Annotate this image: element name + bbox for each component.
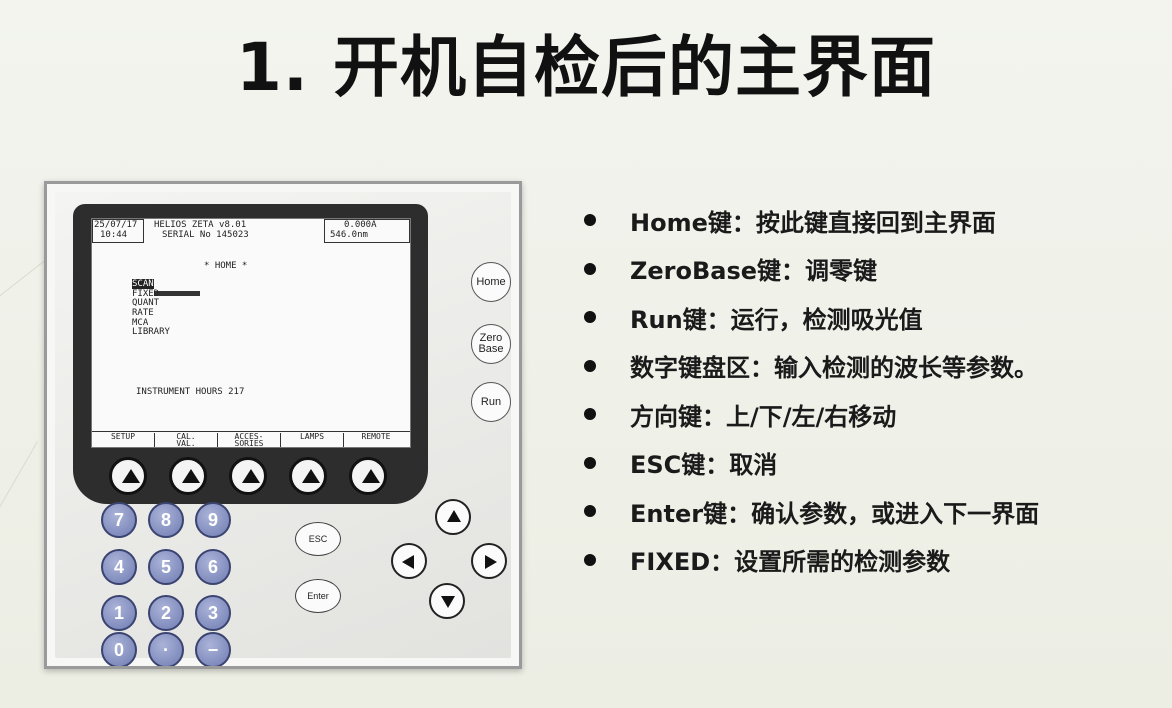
bullet-text: Enter键：确认参数，或进入下一界面	[630, 499, 1040, 528]
lcd-screen: 25/07/17 10:44 HELIOS ZETA v8.01 SERIAL …	[91, 218, 411, 448]
arrow-left-button[interactable]	[391, 543, 427, 579]
bullet-dot-icon	[584, 553, 596, 566]
reading-box	[324, 219, 410, 243]
softkey-2-button[interactable]	[169, 457, 207, 495]
bullet-item: ESC键：取消	[584, 439, 1039, 488]
menu-title: * HOME *	[204, 261, 248, 271]
menu-item-library[interactable]: LIBRARY	[132, 327, 170, 337]
bullet-text: ZeroBase键：调零键	[630, 257, 878, 286]
menu-item-mca[interactable]: MCA	[132, 318, 149, 328]
numpad-1[interactable]: 1	[101, 595, 137, 631]
numpad-2[interactable]: 2	[148, 595, 184, 631]
arrow-left-icon	[402, 555, 414, 569]
screen-date: 25/07/17	[94, 220, 138, 230]
arrow-up-icon	[447, 510, 461, 522]
screen-time: 10:44	[100, 230, 128, 240]
numpad-minus[interactable]: −	[195, 632, 231, 666]
bullet-dot-icon	[584, 262, 596, 275]
softkey-1-button[interactable]	[109, 457, 147, 495]
arrow-right-button[interactable]	[471, 543, 507, 579]
arrow-up-button[interactable]	[435, 499, 471, 535]
bullet-text: 数字键盘区：输入检测的波长等参数。	[630, 354, 1038, 383]
numpad-6[interactable]: 6	[195, 549, 231, 585]
menu-item-scan[interactable]: SCAN	[132, 279, 154, 289]
instrument-hours: INSTRUMENT HOURS 217	[136, 387, 245, 397]
display-bezel: 25/07/17 10:44 HELIOS ZETA v8.01 SERIAL …	[73, 204, 428, 504]
numpad-8[interactable]: 8	[148, 502, 184, 538]
numpad-4[interactable]: 4	[101, 549, 137, 585]
zero-base-button[interactable]: Zero Base	[471, 324, 511, 364]
bullet-item: Run键：运行，检测吸光值	[584, 293, 1039, 342]
bullet-item: 数字键盘区：输入检测的波长等参数。	[584, 342, 1039, 391]
bullet-dot-icon	[584, 505, 596, 518]
screen-model: HELIOS ZETA v8.01	[154, 220, 247, 230]
decorative-line	[0, 441, 38, 520]
numpad-5[interactable]: 5	[148, 549, 184, 585]
softkey-accessories: ACCES- SORIES	[218, 433, 281, 448]
bullet-dot-icon	[584, 311, 596, 324]
softkey-4-button[interactable]	[289, 457, 327, 495]
bullet-item: Enter键：确认参数，或进入下一界面	[584, 487, 1039, 536]
instrument-panel-photo: 25/07/17 10:44 HELIOS ZETA v8.01 SERIAL …	[44, 181, 522, 669]
bullet-text: Run键：运行，检测吸光值	[630, 305, 923, 334]
slide-title: 1. 开机自检后的主界面	[236, 29, 936, 106]
arrow-down-icon	[441, 596, 455, 608]
numpad-7[interactable]: 7	[101, 502, 137, 538]
bullet-item: 方向键：上/下/左/右移动	[584, 390, 1039, 439]
bullet-dot-icon	[584, 408, 596, 421]
bullet-text: 方向键：上/下/左/右移动	[630, 402, 897, 431]
screen-absorbance: 0.000A	[344, 220, 377, 230]
bullet-text: FIXED：设置所需的检测参数	[630, 548, 951, 577]
bullet-text: ESC键：取消	[630, 451, 778, 480]
menu-item-quant[interactable]: QUANT	[132, 298, 160, 308]
softkey-3-button[interactable]	[229, 457, 267, 495]
softkey-5-button[interactable]	[349, 457, 387, 495]
numpad-0[interactable]: 0	[101, 632, 137, 666]
bullet-item: Home键：按此键直接回到主界面	[584, 196, 1039, 245]
screen-serial: SERIAL No 145023	[162, 230, 249, 240]
bullet-dot-icon	[584, 214, 596, 227]
arrow-right-icon	[485, 555, 497, 569]
bullet-item: FIXED：设置所需的检测参数	[584, 536, 1039, 585]
screen-wavelength: 546.0nm	[330, 230, 368, 240]
bullet-item: ZeroBase键：调零键	[584, 245, 1039, 294]
numpad-9[interactable]: 9	[195, 502, 231, 538]
softkey-remote: REMOTE	[361, 432, 391, 441]
home-button[interactable]: Home	[471, 262, 511, 302]
numpad-dot[interactable]: ·	[148, 632, 184, 666]
esc-button[interactable]: ESC	[295, 522, 341, 556]
menu-item-fixed[interactable]: FIXED	[132, 289, 160, 299]
arrow-down-button[interactable]	[429, 583, 465, 619]
bullet-dot-icon	[584, 456, 596, 469]
run-button[interactable]: Run	[471, 382, 511, 422]
instrument-panel: 25/07/17 10:44 HELIOS ZETA v8.01 SERIAL …	[55, 192, 511, 666]
bullet-text: Home键：按此键直接回到主界面	[630, 208, 996, 237]
softkey-setup: SETUP	[92, 433, 155, 447]
bullet-dot-icon	[584, 359, 596, 372]
softkey-lamps: LAMPS	[281, 433, 344, 447]
softkey-cal-val: CAL. VAL.	[155, 433, 218, 448]
key-description-list: Home键：按此键直接回到主界面 ZeroBase键：调零键 Run键：运行，检…	[584, 196, 1039, 584]
menu-item-rate[interactable]: RATE	[132, 308, 154, 318]
enter-button[interactable]: Enter	[295, 579, 341, 613]
softkey-bar	[92, 431, 410, 432]
datetime-box	[92, 219, 144, 243]
selection-bar	[154, 291, 200, 296]
numpad-3[interactable]: 3	[195, 595, 231, 631]
